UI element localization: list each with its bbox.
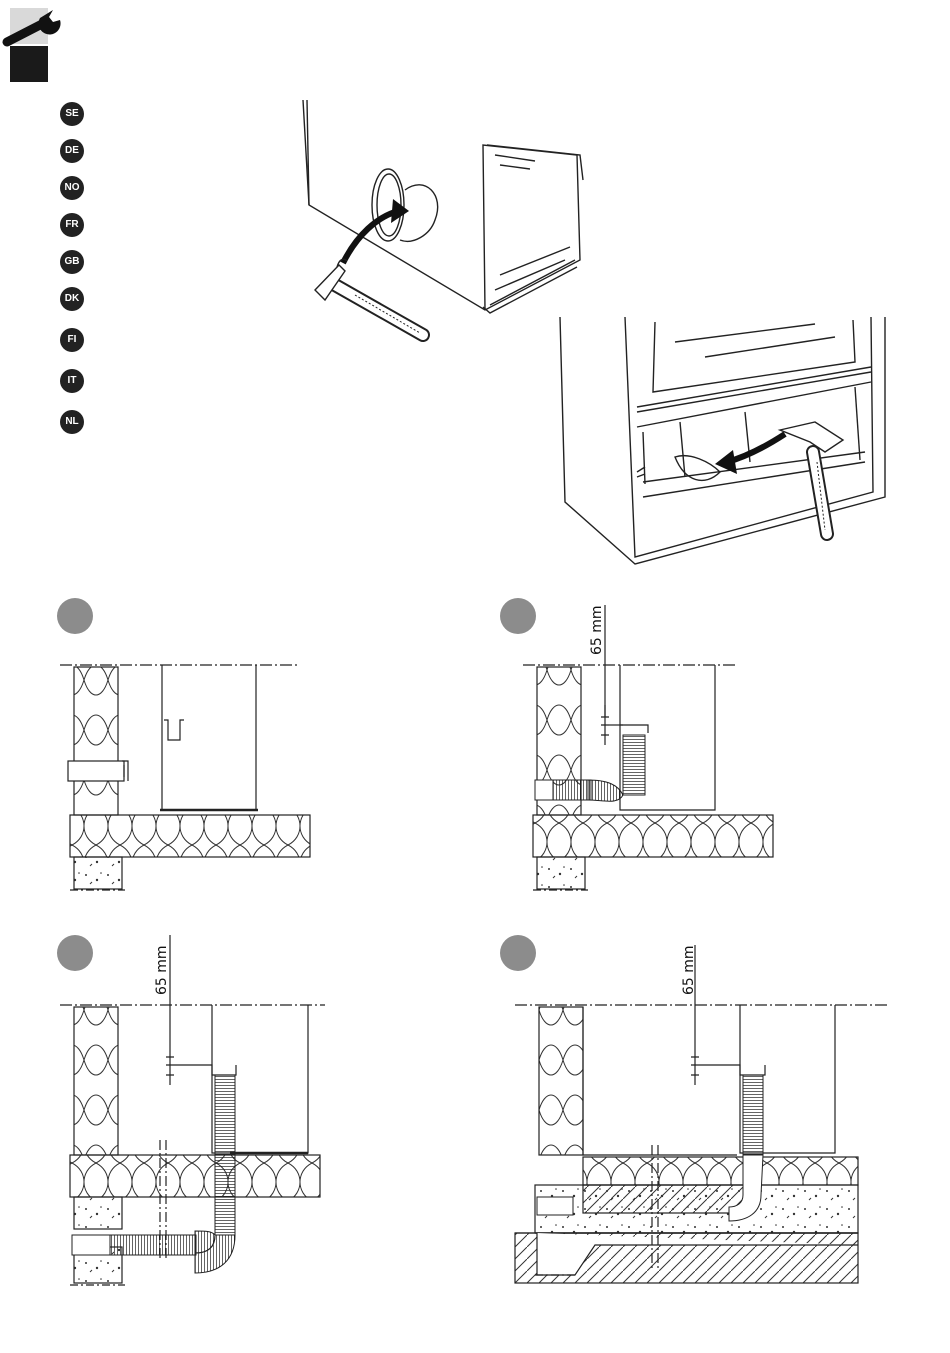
step-badge-1 <box>57 598 93 634</box>
language-badge-se: SE <box>60 102 84 126</box>
language-badge-dk: DK <box>60 287 84 311</box>
stove-rear-knockout-illustration <box>295 95 595 355</box>
dimension-label-65mm: 65 mm <box>589 605 605 655</box>
language-badge-de: DE <box>60 139 84 163</box>
language-badge-it: IT <box>60 369 84 393</box>
language-badge-no: NO <box>60 176 84 200</box>
section-diagram-2: 65 mm <box>523 595 803 895</box>
header-box-dark <box>10 46 48 82</box>
language-badge-fr: FR <box>60 213 84 237</box>
stove-front-knockout-illustration <box>555 312 895 572</box>
hammer-icon <box>315 259 423 335</box>
dimension-label-65mm: 65 mm <box>154 945 170 995</box>
dimension-label-65mm: 65 mm <box>681 945 697 995</box>
section-diagram-4: 65 mm <box>515 935 895 1295</box>
section-diagram-1 <box>60 655 320 895</box>
language-badge-fi: FI <box>60 328 84 352</box>
language-badge-gb: GB <box>60 250 84 274</box>
language-badge-nl: NL <box>60 410 84 434</box>
section-diagram-3: 65 mm <box>60 935 360 1295</box>
wrench-icon <box>4 6 64 46</box>
